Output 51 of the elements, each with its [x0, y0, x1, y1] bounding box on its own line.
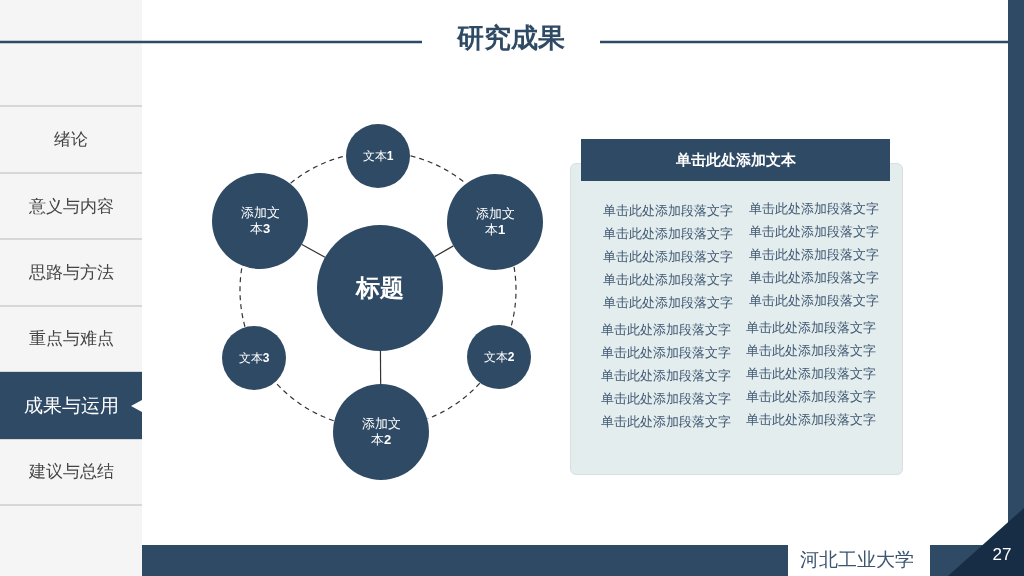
- circle-node: [212, 173, 308, 269]
- connector-line: [301, 243, 326, 258]
- body-text: 单击此处添加段落文字: [749, 270, 879, 286]
- dashed-connector: [274, 381, 335, 422]
- body-text: 单击此处添加段落文字: [601, 322, 731, 338]
- menu-item: 绪论: [54, 129, 88, 151]
- node-label: 添加文本1: [475, 205, 515, 239]
- node-label: 文本1: [362, 148, 394, 164]
- header-bar: [581, 139, 890, 181]
- body-text: 单击此处添加段落文字: [746, 343, 876, 359]
- body-text: 单击此处添加段落文字: [749, 247, 879, 263]
- circle-node: [467, 325, 531, 389]
- body-text: 单击此处添加段落文字: [749, 293, 879, 309]
- node-label: 标题: [356, 273, 404, 303]
- body-text: 单击此处添加段落文字: [746, 320, 876, 336]
- node-label: 文本2: [483, 349, 515, 365]
- selected-menu-item: 成果与运用: [0, 372, 142, 439]
- body-text: 单击此处添加段落文字: [749, 201, 879, 217]
- dashed-connector: [239, 265, 246, 328]
- circle-node: [222, 326, 286, 390]
- connector-line: [379, 350, 382, 385]
- body-text: 单击此处添加段落文字: [603, 272, 733, 288]
- connector-line: [434, 245, 454, 258]
- menu-item: 意义与内容: [28, 196, 114, 218]
- body-text: 单击此处添加段落文字: [746, 389, 876, 405]
- menu-item: 重点与难点: [28, 328, 114, 350]
- menu-item: 思路与方法: [28, 262, 114, 284]
- node-label: 添加文本2: [361, 415, 401, 449]
- slide-title: 研究成果: [457, 22, 565, 55]
- circle-node: [346, 124, 410, 188]
- body-text: 单击此处添加段落文字: [746, 412, 876, 428]
- body-text: 单击此处添加段落文字: [603, 249, 733, 265]
- menu-item: 建议与总结: [28, 461, 114, 483]
- body-text: 单击此处添加段落文字: [603, 226, 733, 242]
- body-text: 单击此处添加段落文字: [601, 391, 731, 407]
- body-text: 单击此处添加段落文字: [601, 345, 731, 361]
- node-label: 添加文本3: [240, 204, 280, 238]
- body-text: 单击此处添加段落文字: [603, 203, 733, 219]
- circle-node: [317, 225, 443, 351]
- body-text: 单击此处添加段落文字: [746, 366, 876, 382]
- node-label: 文本3: [238, 350, 270, 366]
- body-text: 单击此处添加段落文字: [601, 368, 731, 384]
- body-text: 单击此处添加段落文字: [601, 414, 731, 430]
- header-text: 单击此处添加文本: [675, 150, 796, 170]
- footer-text: 河北工业大学: [800, 548, 914, 572]
- body-text: 单击此处添加段落文字: [749, 224, 879, 240]
- circle-node: [447, 174, 543, 270]
- page-number: 27: [992, 544, 1012, 566]
- body-text: 单击此处添加段落文字: [603, 295, 733, 311]
- dashed-connector: [510, 266, 517, 328]
- circle-node: [333, 384, 429, 480]
